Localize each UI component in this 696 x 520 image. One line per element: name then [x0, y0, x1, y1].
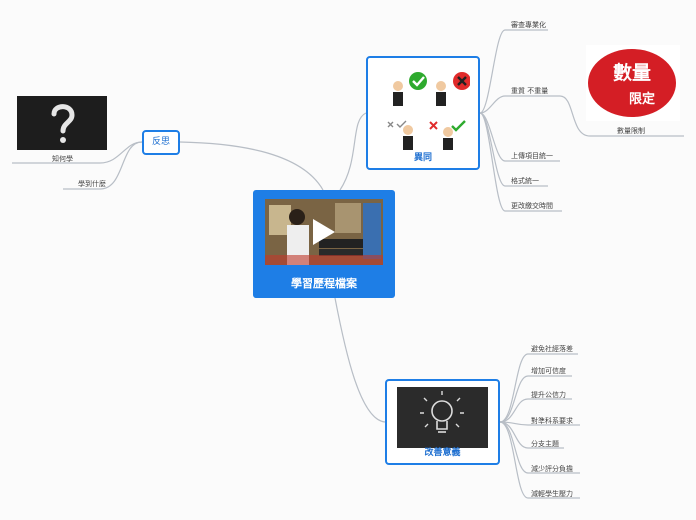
differences-item[interactable]: 重質 不重量: [511, 87, 549, 95]
improve-topic[interactable]: 改善意義: [385, 379, 500, 465]
limited-quantity-item[interactable]: 數量限制: [617, 127, 645, 135]
improve-topic-label: 改善意義: [424, 448, 461, 458]
limited-quantity-image: 數量 限定: [586, 45, 680, 121]
improve-item[interactable]: 對準科系要求: [531, 417, 573, 425]
question-mark-image: [17, 96, 107, 150]
reflect-topic[interactable]: 反思: [142, 130, 180, 155]
lightbulb-icon: [397, 387, 488, 448]
central-topic-title: 學習歷程檔案: [291, 277, 357, 290]
differences-topic[interactable]: 異同: [366, 56, 480, 170]
improve-item[interactable]: 減輕學生壓力: [531, 490, 573, 498]
improve-item[interactable]: 避免社經落差: [531, 345, 573, 353]
limited-stamp-icon: 數量 限定: [588, 49, 676, 117]
stamp-text-top: 數量: [613, 62, 651, 84]
presenter-video-thumbnail[interactable]: [265, 199, 383, 265]
lightbulb-image: [397, 387, 488, 448]
differences-item[interactable]: 審查專業化: [511, 21, 546, 29]
differences-item[interactable]: 上傳項目統一: [511, 152, 553, 160]
differences-item[interactable]: 格式統一: [511, 177, 539, 185]
video-play-icon: [265, 199, 383, 265]
reflect-item[interactable]: 知何學: [52, 155, 73, 163]
improve-item[interactable]: 減少評分負擔: [531, 465, 573, 473]
central-topic[interactable]: 學習歷程檔案: [253, 190, 395, 298]
improve-item[interactable]: 分支主題: [531, 440, 559, 448]
businessmen-check-cross-image: [378, 64, 471, 150]
check-cross-icon: [387, 72, 471, 150]
differences-topic-label: 異同: [413, 153, 432, 163]
improve-item[interactable]: 增加可信度: [531, 367, 566, 375]
reflect-topic-label: 反思: [151, 137, 170, 147]
improve-item[interactable]: 提升公信力: [531, 391, 566, 399]
question-mark-icon: [17, 96, 107, 150]
differences-item[interactable]: 更改繳交時間: [511, 202, 553, 210]
stamp-text-bottom: 限定: [629, 91, 655, 107]
reflect-item[interactable]: 學到什麼: [78, 180, 106, 188]
